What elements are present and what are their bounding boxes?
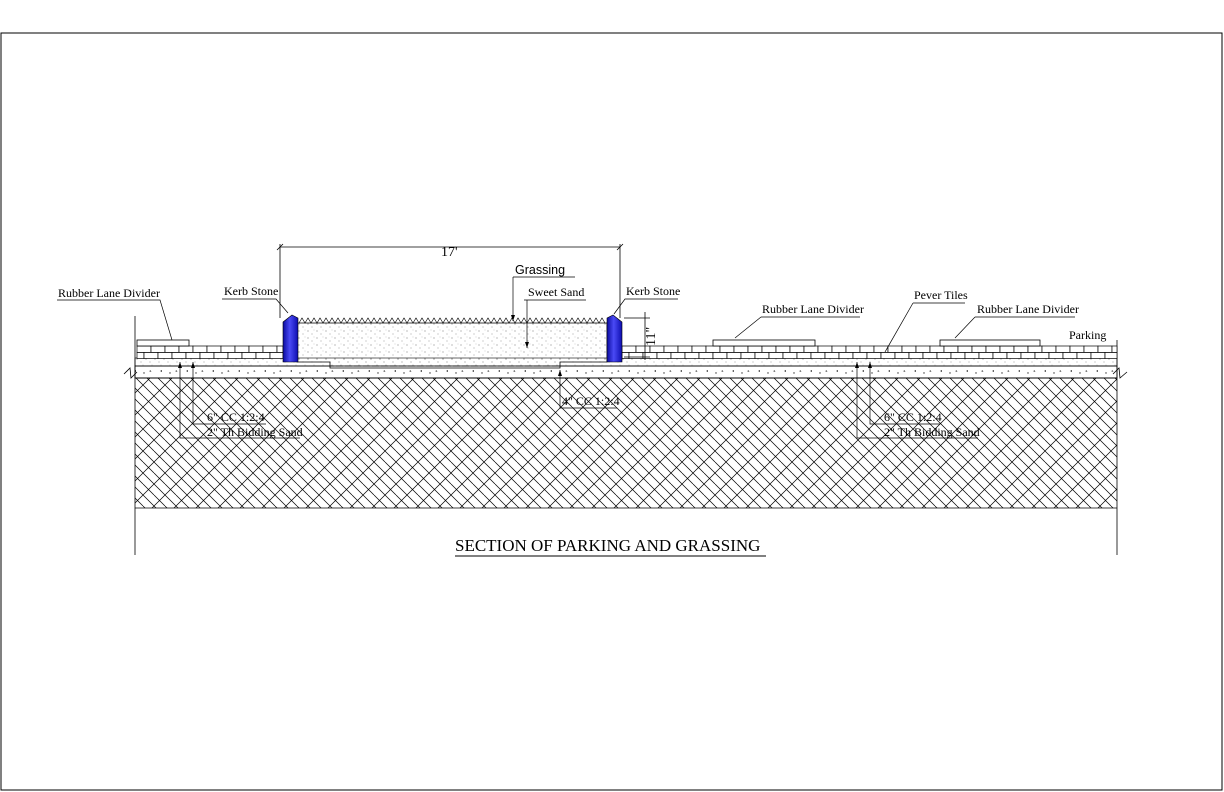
rubber-lane-divider-left-shape (136, 339, 190, 347)
label-cc-right-1: 6" CC 1:2:4 (884, 410, 942, 424)
dimension-height-text: 11" (644, 327, 659, 346)
label-kerb-stone-right: Kerb Stone (626, 284, 680, 298)
cc-base-layer (134, 357, 1118, 379)
kerb-stone-right (606, 314, 623, 363)
label-kerb-stone-left: Kerb Stone (224, 284, 278, 298)
leader-lines (57, 276, 1075, 439)
sheet-border (0, 32, 1223, 791)
label-cc-left-2: 2" Th Bidding Sand (207, 425, 303, 439)
drawing-title: SECTION OF PARKING AND GRASSING (455, 536, 760, 555)
rubber-lane-divider-right-shape (939, 339, 1041, 347)
leader-arrowheads (178, 315, 872, 376)
rubber-lane-divider-mid-shape (712, 339, 816, 347)
dimension-height (624, 312, 650, 360)
label-grassing: Grassing (515, 263, 565, 277)
label-parking: Parking (1069, 328, 1106, 342)
label-cc-middle: 4" CC 1:2:4 (562, 394, 620, 408)
dimension-width-text: 17' (441, 245, 458, 260)
label-rubber-lane-divider-right: Rubber Lane Divider (977, 302, 1079, 316)
label-sweet-sand: Sweet Sand (528, 285, 584, 299)
label-cc-left-1: 6" CC 1:2:4 (207, 410, 265, 424)
grass-bed (296, 317, 608, 369)
paver-tiles (136, 345, 1118, 359)
kerb-stone-left (282, 314, 299, 363)
label-pever-tiles: Pever Tiles (914, 288, 968, 302)
label-rubber-lane-divider-left: Rubber Lane Divider (58, 286, 160, 300)
label-rubber-lane-divider-mid: Rubber Lane Divider (762, 302, 864, 316)
label-cc-right-2: 2" Th Bidding Sand (884, 425, 980, 439)
